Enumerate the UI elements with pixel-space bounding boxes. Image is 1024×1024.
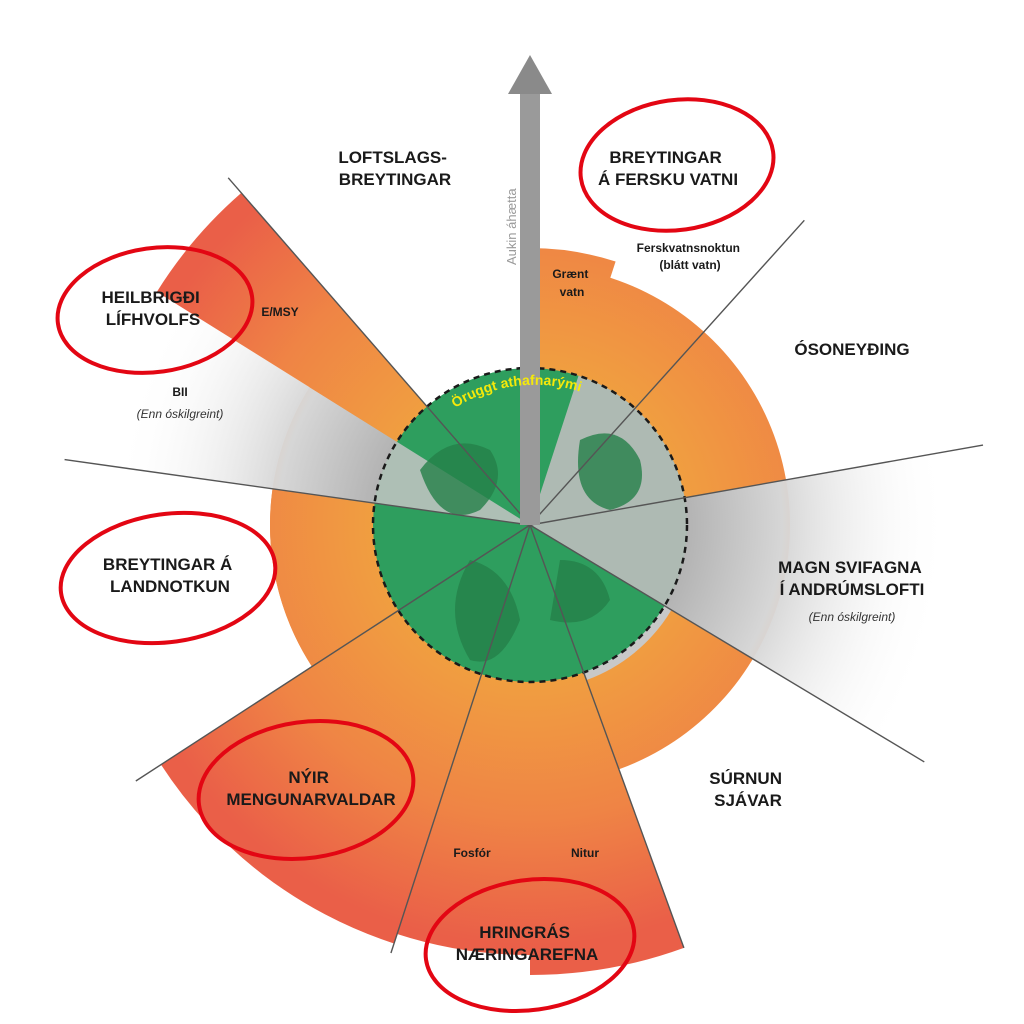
sub-blue-water: Ferskvatnsnoktun (blátt vatn) (637, 241, 744, 272)
green-water-line-1: Grænt (552, 267, 588, 281)
sector-divider-line (390, 524, 531, 954)
nutrients-line-1: HRINGRÁS (479, 923, 570, 942)
sector-divider-line (135, 524, 531, 782)
sector-divider-line (529, 219, 805, 526)
sector-divider-line (227, 177, 531, 526)
highlight-land-use (58, 510, 278, 646)
continent-shape (550, 560, 610, 623)
freshwater-line-1: BREYTINGAR (609, 148, 721, 167)
novel-line-2: MENGUNARVALDAR (226, 790, 395, 809)
highlight-freshwater (578, 97, 776, 233)
aerosols-line-1: MAGN SVIFAGNA (778, 558, 921, 577)
sub-emsy: E/MSY (261, 305, 298, 319)
label-ozone: ÓSONEYÐING (794, 340, 909, 359)
biosphere-line-1: HEILBRIGÐI (102, 288, 200, 307)
highlight-biosphere (55, 245, 255, 375)
sub-green-water: Grænt vatn (552, 267, 591, 299)
acidification-line-1: SÚRNUN (709, 769, 782, 788)
landuse-line-2: LANDNOTKUN (110, 577, 230, 596)
red-highlight-circles (55, 97, 776, 1014)
continent-shape (420, 443, 498, 515)
aerosols-note: (Enn óskilgreint) (809, 610, 896, 624)
arrow-head (508, 55, 552, 94)
label-novel-entities: NÝIR MENGUNARVALDAR (226, 768, 395, 809)
landuse-line-1: BREYTINGAR Á (103, 555, 232, 574)
continent-shape (578, 433, 642, 510)
acidification-line-2: SJÁVAR (714, 791, 782, 810)
sub-phosphorus: Fosfór (453, 846, 491, 860)
sub-nitrogen: Nitur (571, 846, 599, 860)
blue-water-line-2: (blátt vatn) (659, 258, 720, 272)
sector-dividers (64, 85, 984, 954)
sub-bii: BII (172, 385, 187, 399)
continent-shape (455, 560, 520, 662)
blue-water-line-1: Ferskvatnsnoktun (637, 241, 740, 255)
novel-line-1: NÝIR (288, 768, 329, 787)
climate-line-1: LOFTSLAGS- (338, 148, 447, 167)
label-aerosols: MAGN SVIFAGNA Í ANDRÚMSLOFTI (778, 558, 926, 599)
biosphere-line-2: LÍFHVOLFS (106, 310, 200, 329)
sector-divider-line (529, 524, 925, 763)
label-biosphere: HEILBRIGÐI LÍFHVOLFS (102, 288, 205, 329)
nutrients-line-2: NÆRINGAREFNA (456, 945, 599, 964)
sector-divider-line (64, 458, 531, 526)
aerosols-line-2: Í ANDRÚMSLOFTI (780, 580, 925, 599)
climate-line-2: BREYTINGAR (339, 170, 451, 189)
sector-divider-line (529, 444, 984, 526)
green-water-line-2: vatn (560, 285, 585, 299)
sub-bii-note: (Enn óskilgreint) (137, 407, 224, 421)
increasing-risk-arrow (508, 55, 552, 525)
label-acidification: SÚRNUN SJÁVAR (709, 769, 786, 810)
label-freshwater: BREYTINGAR Á FERSKU VATNI (598, 148, 738, 189)
arrow-shaft (520, 90, 540, 525)
sector-divider-line (529, 524, 685, 949)
label-land-use: BREYTINGAR Á LANDNOTKUN (103, 555, 237, 596)
arrow-label: Aukin áhætta (504, 188, 519, 265)
highlight-novel-entities (196, 719, 416, 861)
label-nutrients: HRINGRÁS NÆRINGAREFNA (456, 923, 599, 964)
freshwater-line-2: Á FERSKU VATNI (598, 170, 738, 189)
highlight-nutrients (423, 876, 637, 1014)
label-climate: LOFTSLAGS- BREYTINGAR (338, 148, 451, 189)
